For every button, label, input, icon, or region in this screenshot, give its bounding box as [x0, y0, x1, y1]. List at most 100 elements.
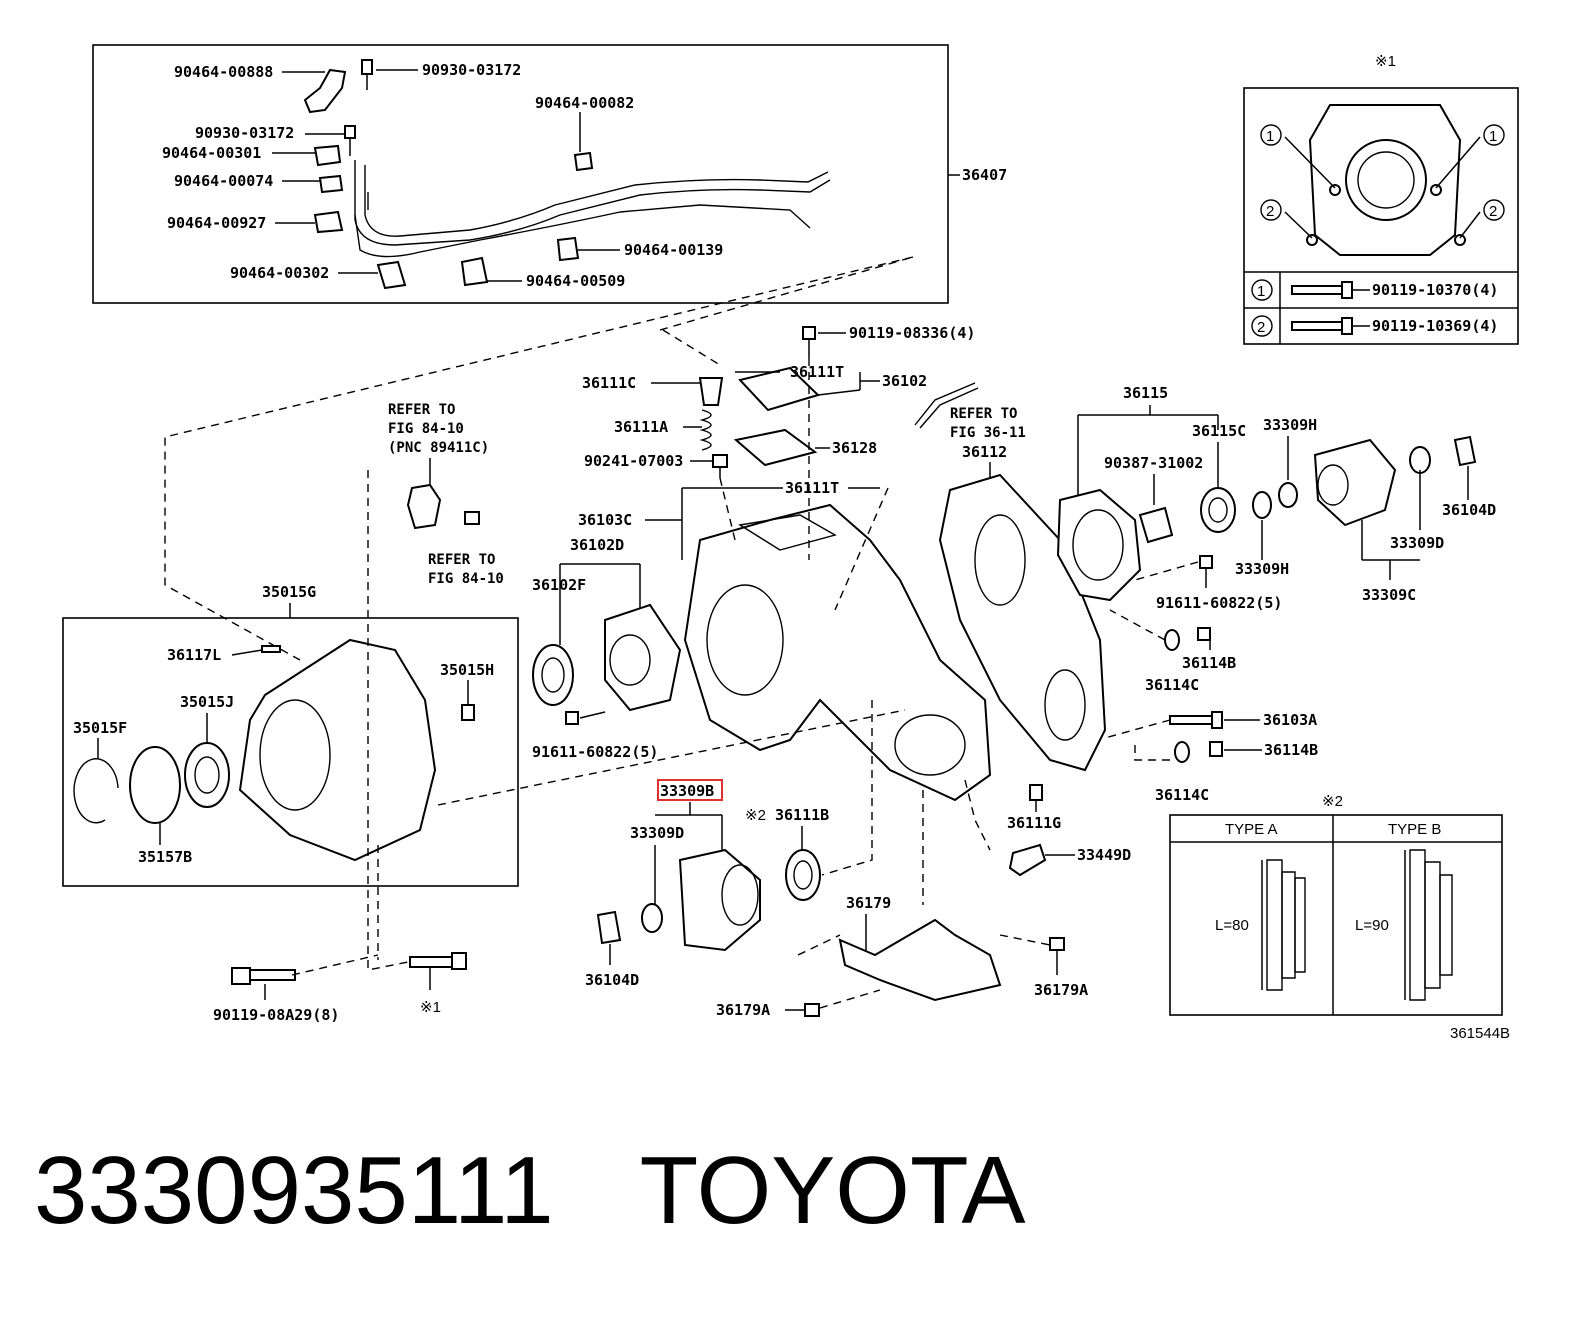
label-90930-03172-a[interactable]: 90930-03172 [422, 61, 521, 79]
refer-fig84-10-line2[interactable]: FIG 84-10 [388, 421, 464, 437]
label-36114B-a[interactable]: 36114B [1182, 654, 1236, 672]
label-36115[interactable]: 36115 [1123, 384, 1168, 402]
label-33309D-a[interactable]: 33309D [1390, 534, 1444, 552]
label-36102[interactable]: 36102 [882, 372, 927, 390]
inset2-mark: ※2 [1322, 793, 1343, 810]
label-90464-00301[interactable]: 90464-00301 [162, 144, 261, 162]
assembly-dashed-lines [164, 256, 1051, 1009]
label-90119-08336[interactable]: 90119-08336(4) [849, 324, 975, 342]
inset2-box [1169, 814, 1503, 1016]
label-91611-60822-a[interactable]: 91611-60822(5) [532, 743, 658, 761]
label-36111T-a[interactable]: 36111T [790, 363, 844, 381]
type-b-header: TYPE B [1388, 821, 1441, 838]
refer-fig84-10-line3[interactable]: (PNC 89411C) [388, 440, 489, 456]
label-33309D-b[interactable]: 33309D [630, 824, 684, 842]
label-36103C[interactable]: 36103C [578, 511, 632, 529]
label-90464-00082[interactable]: 90464-00082 [535, 94, 634, 112]
label-35015H[interactable]: 35015H [440, 661, 494, 679]
refer-fig84-10-line1[interactable]: REFER TO [388, 402, 455, 418]
exploded-parts-diagram: 36407 90464-00888 90930-03172 90464- [62, 44, 1519, 1042]
inset1-callout-2-left: 2 [1266, 203, 1274, 220]
top-leaders [272, 69, 620, 282]
pin-36111G [1029, 784, 1043, 801]
label-36111T-b[interactable]: 36111T [785, 479, 839, 497]
bracket-36179 [838, 918, 1002, 1002]
label-36103A[interactable]: 36103A [1263, 711, 1317, 729]
label-36179A-a[interactable]: 36179A [716, 1001, 770, 1019]
label-90119-10370[interactable]: 90119-10370(4) [1372, 281, 1498, 299]
label-90387-31002[interactable]: 90387-31002 [1104, 454, 1203, 472]
transfer-case-36103C [683, 503, 992, 802]
length-b: L=90 [1355, 917, 1389, 934]
washer-front [641, 903, 663, 933]
note1-mark-bolt: ※1 [420, 999, 441, 1016]
snap-ring-35015F [73, 758, 119, 824]
spring-36111A [699, 409, 712, 451]
label-90930-03172-b[interactable]: 90930-03172 [195, 124, 294, 142]
label-35015G[interactable]: 35015G [262, 583, 316, 601]
label-90464-00302[interactable]: 90464-00302 [230, 264, 329, 282]
label-90464-00888[interactable]: 90464-00888 [174, 63, 273, 81]
label-90464-00139[interactable]: 90464-00139 [624, 241, 723, 259]
label-91611-60822-b[interactable]: 91611-60822(5) [1156, 594, 1282, 612]
label-36104D-b[interactable]: 36104D [585, 971, 639, 989]
label-90464-00509[interactable]: 90464-00509 [526, 272, 625, 290]
label-90464-00074[interactable]: 90464-00074 [174, 172, 273, 190]
refer-fig36-11-line1[interactable]: REFER TO [950, 406, 1017, 422]
label-36117L[interactable]: 36117L [167, 646, 221, 664]
label-90464-00927[interactable]: 90464-00927 [167, 214, 266, 232]
label-36114B-b[interactable]: 36114B [1264, 741, 1318, 759]
label-36111B[interactable]: 36111B [775, 806, 829, 824]
label-36111A[interactable]: 36111A [614, 418, 668, 436]
bushing-90387-31002 [1138, 506, 1174, 544]
refer-fig84-10-b-line2[interactable]: FIG 84-10 [428, 571, 504, 587]
label-35015F[interactable]: 35015F [73, 719, 127, 737]
label-36407[interactable]: 36407 [962, 166, 1007, 184]
label-36111G[interactable]: 36111G [1007, 814, 1061, 832]
refer-fig84-10-b-line1[interactable]: REFER TO [428, 552, 495, 568]
label-35015J[interactable]: 35015J [180, 693, 234, 711]
label-36102F[interactable]: 36102F [532, 576, 586, 594]
inset1-mark: ※1 [1375, 53, 1396, 70]
label-36111C[interactable]: 36111C [582, 374, 636, 392]
washer-33309C [1409, 446, 1431, 474]
nut-36104D-rear [1453, 435, 1477, 467]
inset1-callout-1-right: 1 [1489, 128, 1497, 145]
label-35157B[interactable]: 35157B [138, 848, 192, 866]
label-36104D-a[interactable]: 36104D [1442, 501, 1496, 519]
label-33309H-a[interactable]: 33309H [1263, 416, 1317, 434]
nut-36104D-front [596, 910, 622, 945]
seal-36111B [785, 849, 821, 901]
label-33449D[interactable]: 33449D [1077, 846, 1131, 864]
label-36128[interactable]: 36128 [832, 439, 877, 457]
label-36102D[interactable]: 36102D [570, 536, 624, 554]
refer-fig36-11-line2[interactable]: FIG 36-11 [950, 425, 1026, 441]
label-36114C-b[interactable]: 36114C [1155, 786, 1209, 804]
label-36112[interactable]: 36112 [962, 443, 1007, 461]
bracket-33449D [1008, 843, 1047, 877]
label-36115C[interactable]: 36115C [1192, 422, 1246, 440]
type-a-seal-drawing [1261, 859, 1306, 991]
retainer-36102D [604, 603, 682, 712]
gasket-36112 [938, 473, 1107, 772]
label-90241-07003[interactable]: 90241-07003 [584, 452, 683, 470]
figure-id: 361544B [1450, 1025, 1510, 1042]
label-90119-08A29[interactable]: 90119-08A29(8) [213, 1006, 339, 1024]
inset1-box [1243, 87, 1519, 345]
label-33309C[interactable]: 33309C [1362, 586, 1416, 604]
type-a-header: TYPE A [1225, 821, 1278, 838]
inset1-row1-callout: 1 [1257, 283, 1265, 300]
label-36179[interactable]: 36179 [846, 894, 891, 912]
label-90119-10369[interactable]: 90119-10369(4) [1372, 317, 1498, 335]
brand-name: TOYOTA [639, 1137, 1026, 1244]
label-36179A-b[interactable]: 36179A [1034, 981, 1088, 999]
label-33309H-b[interactable]: 33309H [1235, 560, 1289, 578]
label-33309B-highlighted[interactable]: 33309B [660, 782, 714, 800]
inset1-callout-2-right: 2 [1489, 203, 1497, 220]
tube-assembly-box [92, 44, 949, 304]
highlight-box [657, 779, 723, 801]
flange-33309D-front [678, 848, 761, 952]
sensor-89411C [406, 483, 442, 530]
bearing-36102F [532, 644, 574, 706]
label-36114C-a[interactable]: 36114C [1145, 676, 1199, 694]
